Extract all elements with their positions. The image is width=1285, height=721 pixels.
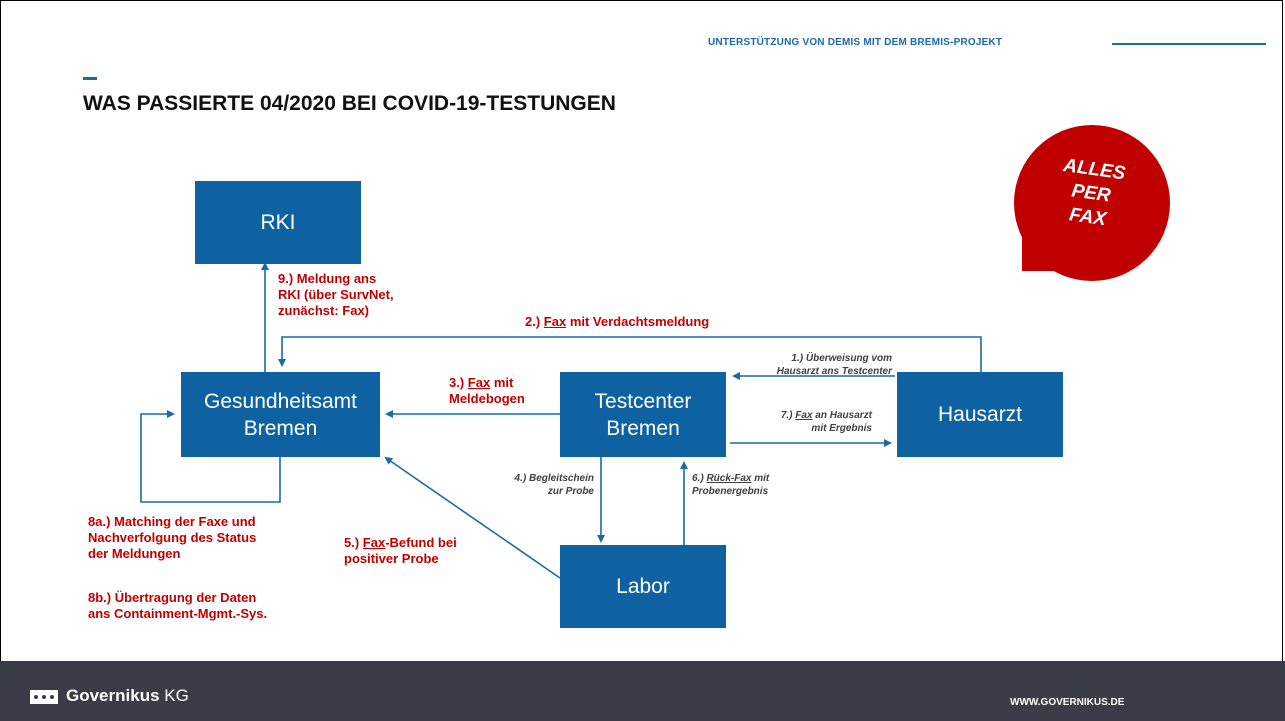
label-step-1: 1.) Überweisung vom Hausarzt ans Testcen… xyxy=(776,353,892,377)
footer-brand: Governikus KG xyxy=(66,686,189,705)
arrow-labor-gesundheitsamt xyxy=(384,456,561,579)
arrow-gesundheitsamt-self xyxy=(140,410,281,503)
header-tag: UNTERSTÜTZUNG VON DEMIS MIT DEM BREMIS-P… xyxy=(708,37,1003,48)
node-hausarzt: Hausarzt xyxy=(897,372,1063,457)
label-step-5: 5.) Fax-Befund bei positiver Probe xyxy=(344,535,457,566)
node-labor: Labor xyxy=(560,545,726,628)
node-rki: RKI xyxy=(195,181,361,264)
label-step-2: 2.) Fax mit Verdachtsmeldung xyxy=(525,314,710,329)
label-step-8a: 8a.) Matching der Faxe und Nachverfolgun… xyxy=(88,514,257,561)
governikus-logo-icon xyxy=(30,690,58,704)
label-step-9: 9.) Meldung ans RKI (über SurvNet, zunäc… xyxy=(278,271,394,318)
arrow-hausarzt-gesundheitsamt xyxy=(278,336,982,372)
node-testcenter: Testcenter Bremen xyxy=(560,372,726,457)
fax-badge-icon xyxy=(1014,125,1170,281)
footer-bar xyxy=(0,661,1285,721)
footer-url: WWW.GOVERNIKUS.DE xyxy=(1010,697,1125,708)
label-step-6: 6.) Rück-Fax mit Probenergebnis xyxy=(692,473,770,497)
label-step-3: 3.) Fax mit Meldebogen xyxy=(449,375,525,406)
node-gesundheitsamt: Gesundheitsamt Bremen xyxy=(181,372,380,457)
label-step-7: 7.) Fax an Hausarzt mit Ergebnis xyxy=(780,410,872,434)
label-step-4: 4.) Begleitschein zur Probe xyxy=(514,473,594,497)
header-rule xyxy=(1112,43,1266,45)
label-step-8b: 8b.) Übertragung der Daten ans Containme… xyxy=(88,590,268,621)
title-accent-dash xyxy=(83,77,97,80)
page-title: WAS PASSIERTE 04/2020 BEI COVID-19-TESTU… xyxy=(83,92,616,115)
